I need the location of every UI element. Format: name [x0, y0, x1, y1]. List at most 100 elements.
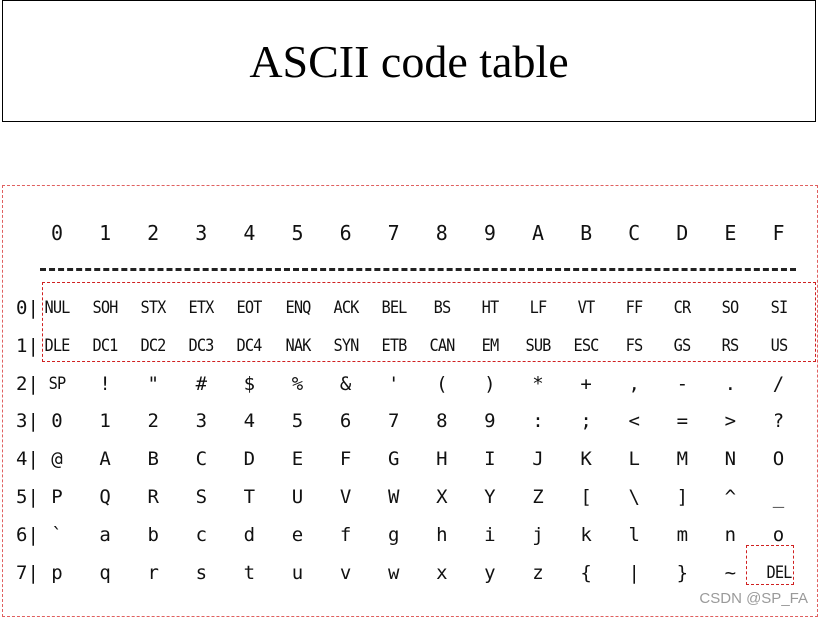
ascii-cell: 4 — [243, 410, 256, 433]
header-divider — [40, 268, 796, 271]
ascii-cell: ` — [51, 523, 63, 546]
ascii-cell: SI — [770, 298, 788, 318]
ascii-cell: # — [195, 372, 208, 395]
ascii-cell: 1 — [99, 410, 111, 433]
ascii-cell: N — [724, 448, 737, 471]
ascii-cell: " — [147, 372, 159, 395]
ascii-cell: A — [99, 448, 111, 471]
column-header: 3 — [195, 221, 208, 245]
ascii-cell: I — [484, 448, 496, 471]
column-header: 9 — [483, 221, 496, 245]
ascii-cell: 8 — [436, 410, 448, 433]
ascii-cell: | — [628, 561, 640, 584]
row-header: 4| — [16, 448, 39, 471]
column-header: 7 — [387, 221, 400, 245]
ascii-cell: U — [291, 486, 304, 508]
ascii-cell: : — [532, 410, 544, 433]
row-header: 6| — [16, 523, 39, 546]
column-header: E — [724, 221, 737, 245]
page-title: ASCII code table — [249, 35, 569, 87]
ascii-cell: j — [532, 523, 544, 546]
ascii-cell: DC3 — [188, 335, 215, 356]
ascii-cell: _ — [772, 486, 785, 508]
ascii-cell: M — [676, 448, 689, 471]
ascii-cell: n — [724, 523, 737, 546]
ascii-cell: \ — [628, 486, 640, 508]
ascii-cell: STX — [140, 298, 167, 318]
column-header: 2 — [147, 221, 160, 245]
column-header: 8 — [435, 221, 448, 245]
ascii-cell: CAN — [429, 335, 455, 356]
ascii-cell: , — [628, 372, 640, 395]
ascii-cell: b — [147, 523, 159, 546]
ascii-cell: GS — [673, 335, 692, 356]
ascii-cell: ) — [484, 372, 496, 395]
ascii-cell: w — [387, 561, 400, 584]
ascii-cell: Z — [532, 486, 544, 508]
watermark: CSDN @SP_FA — [699, 590, 808, 607]
ascii-cell: 7 — [387, 410, 400, 433]
ascii-cell: BS — [433, 298, 451, 318]
ascii-cell: O — [772, 448, 785, 471]
ascii-cell: q — [99, 561, 111, 584]
ascii-cell: K — [580, 448, 592, 471]
row-header: 2| — [16, 372, 39, 395]
ascii-cell: NAK — [285, 335, 311, 356]
column-header: 5 — [291, 221, 304, 245]
ascii-cell: B — [147, 448, 159, 471]
ascii-cell: e — [291, 523, 304, 546]
ascii-cell: $ — [243, 372, 256, 395]
ascii-cell: Y — [484, 486, 496, 508]
ascii-cell: ( — [436, 372, 448, 395]
ascii-cell: o — [772, 523, 785, 546]
ascii-cell: - — [676, 372, 689, 395]
ascii-cell: s — [195, 561, 208, 584]
ascii-cell: ETB — [381, 335, 407, 356]
del-highlight — [746, 545, 794, 585]
ascii-cell: ENQ — [285, 298, 311, 318]
ascii-cell: SOH — [92, 298, 119, 318]
ascii-cell: { — [580, 561, 592, 584]
ascii-cell: < — [628, 410, 640, 433]
ascii-cell: d — [243, 523, 256, 546]
ascii-cell: F — [339, 448, 352, 471]
ascii-cell: RS — [722, 335, 740, 356]
ascii-cell: D — [243, 448, 256, 471]
ascii-cell: DC4 — [236, 335, 263, 356]
ascii-cell: @ — [51, 448, 63, 471]
ascii-cell: H — [436, 448, 448, 471]
ascii-cell: X — [436, 486, 448, 508]
ascii-cell: 0 — [51, 410, 63, 433]
ascii-cell: FF — [625, 298, 644, 318]
ascii-cell: ETX — [188, 298, 215, 318]
ascii-cell: G — [387, 448, 400, 471]
ascii-cell: ; — [580, 410, 592, 433]
ascii-cell: 3 — [195, 410, 208, 433]
ascii-cell: BEL — [381, 298, 407, 318]
row-header: 1| — [16, 334, 39, 357]
ascii-cell: ^ — [724, 486, 737, 508]
ascii-cell: Q — [99, 486, 111, 508]
ascii-cell: P — [51, 486, 63, 508]
ascii-cell: CR — [673, 298, 692, 318]
title-box: ASCII code table — [2, 0, 816, 122]
ascii-cell: S — [195, 486, 208, 508]
ascii-cell: NUL — [44, 298, 71, 318]
ascii-cell: LF — [529, 298, 548, 318]
ascii-cell: EOT — [236, 298, 263, 318]
ascii-cell: 6 — [339, 410, 352, 433]
ascii-cell: L — [628, 448, 640, 471]
row-header: 7| — [16, 561, 39, 584]
ascii-cell: y — [484, 561, 496, 584]
ascii-cell: m — [676, 523, 689, 546]
column-header: 1 — [99, 221, 112, 245]
ascii-cell: = — [676, 410, 689, 433]
ascii-cell: US — [770, 335, 788, 356]
ascii-cell: > — [724, 410, 737, 433]
ascii-cell: ~ — [724, 561, 737, 584]
column-header: 4 — [243, 221, 256, 245]
ascii-cell: SYN — [333, 335, 359, 356]
ascii-cell: V — [339, 486, 352, 508]
column-header: 0 — [50, 221, 64, 245]
ascii-cell: & — [339, 372, 352, 395]
